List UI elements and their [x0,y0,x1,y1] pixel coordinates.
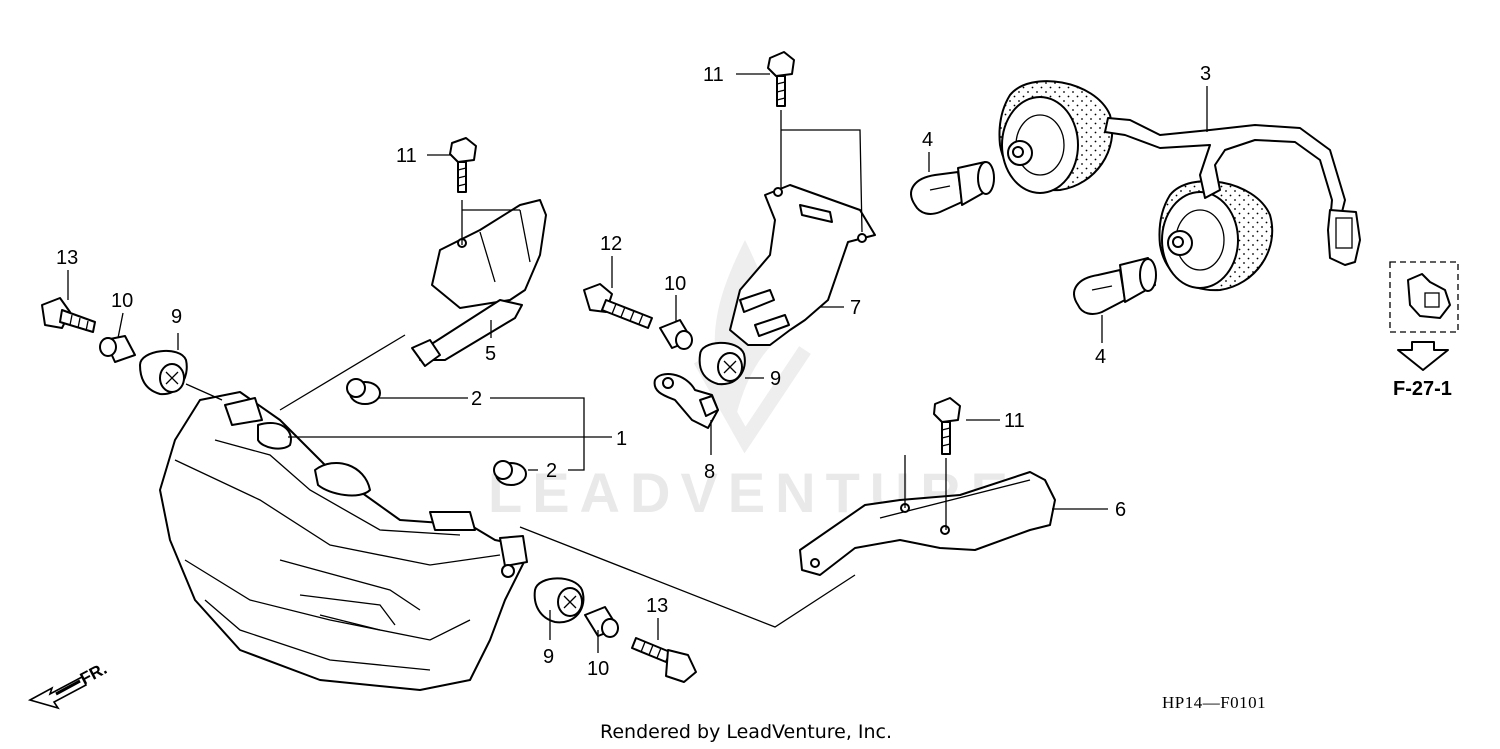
callout-11b: 11 [703,64,724,86]
callout-9a: 9 [171,306,182,328]
callout-11a: 11 [396,145,417,167]
reference-arrow-icon [1397,341,1449,371]
callout-4a: 4 [922,129,933,151]
callout-11c: 11 [1004,410,1025,432]
callout-9b: 9 [770,368,781,390]
bulb-4-lower [1073,257,1157,315]
bolt-11-a [449,137,477,193]
connector-inset [1389,261,1459,371]
callout-10a: 10 [111,290,133,312]
leader-lines [67,73,1208,653]
reference-label: F-27-1 [1393,378,1452,400]
bulb-4-upper [910,161,995,215]
credit-text: Rendered by LeadVenture, Inc. [600,721,892,743]
callout-2b: 2 [546,460,557,482]
headlight-assembly [159,391,528,691]
grommet-2-lower [493,460,527,486]
socket-harness-3 [998,80,1361,292]
bolt-13-lower [631,637,697,683]
callout-12: 12 [600,233,622,255]
diagram-code: HP14—F0101 [1162,693,1266,712]
callout-10b: 10 [664,273,686,295]
clamp-8 [653,373,719,429]
grommet-2-upper [346,378,381,405]
callout-9c: 9 [543,646,554,668]
bolt-12 [583,283,653,329]
callout-2a: 2 [471,388,482,410]
callout-10c: 10 [587,658,609,680]
bracket-6 [799,471,1056,576]
callout-numbers: 1 2 2 3 4 4 5 6 7 8 9 9 9 10 10 10 11 11… [56,63,1211,680]
grommet-9-left [139,349,188,396]
callout-13a: 13 [56,247,78,269]
grommet-9-mid [698,341,746,386]
front-direction-indicator: FR. [27,659,110,710]
bracket-7 [729,184,876,346]
callout-8: 8 [704,461,715,483]
bolt-11-c [933,397,961,455]
grommet-9-lower [533,577,585,624]
bracket-5 [411,199,547,367]
callout-6: 6 [1115,499,1126,521]
callout-4b: 4 [1095,346,1106,368]
callout-1: 1 [616,428,627,450]
collar-10-lower [584,606,619,638]
bolt-13-left [41,297,96,333]
callout-3: 3 [1200,63,1211,85]
callout-5: 5 [485,343,496,365]
callout-13b: 13 [646,595,668,617]
callout-7: 7 [850,297,861,319]
bolt-11-b [767,51,795,107]
collar-10-mid [659,319,693,350]
collar-10-left [99,335,136,363]
